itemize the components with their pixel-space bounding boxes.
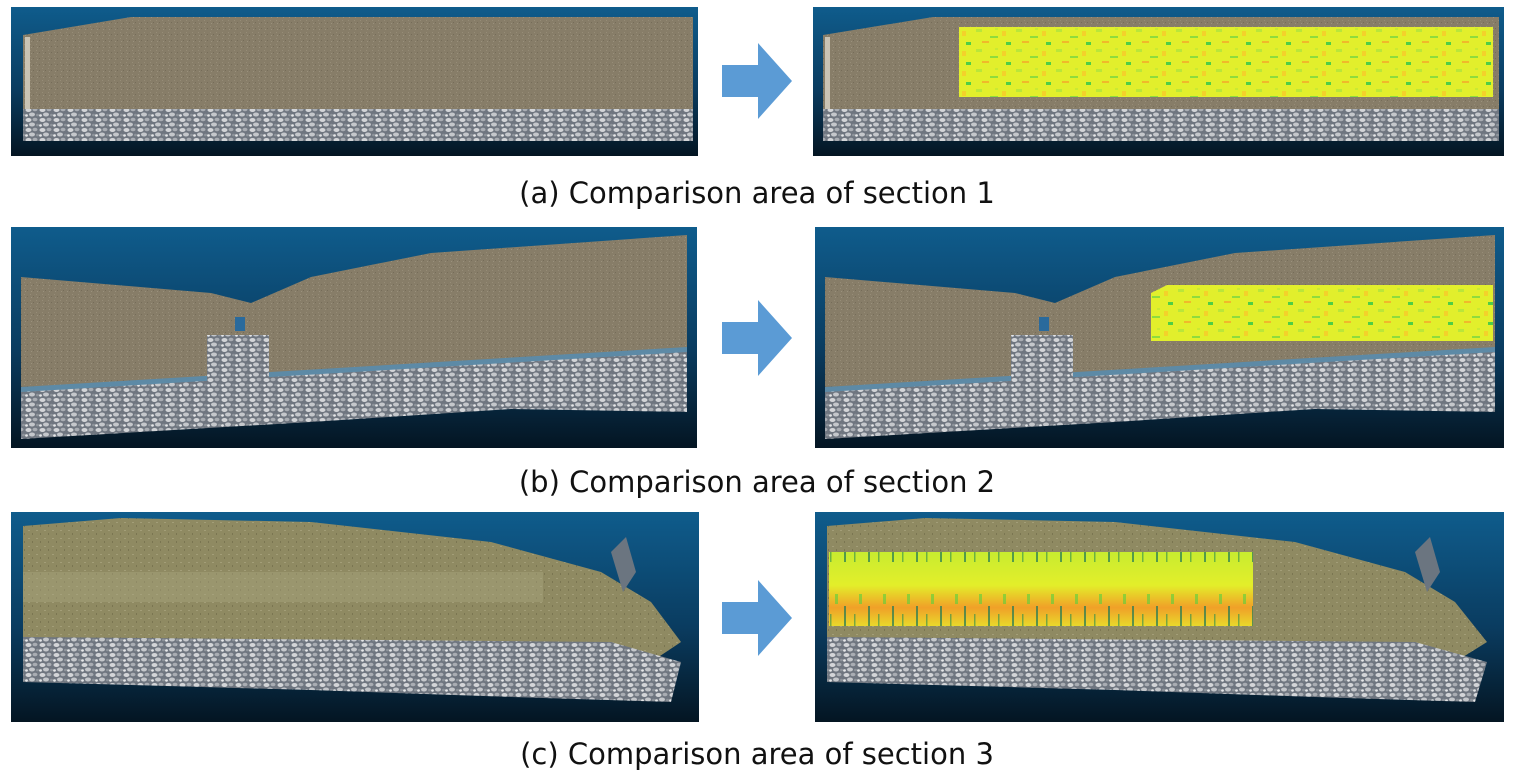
section2-original-panel xyxy=(11,227,697,448)
right-arrow-icon xyxy=(722,580,792,656)
caption-section-3: (c) Comparison area of section 3 xyxy=(520,737,994,771)
comparison-area-highlight xyxy=(959,27,1493,97)
caption-section-2: (b) Comparison area of section 2 xyxy=(518,465,996,499)
right-arrow-icon xyxy=(722,300,792,376)
section3-original-panel xyxy=(11,512,699,722)
section3-comparison-panel xyxy=(815,512,1504,722)
comparison-area-highlight xyxy=(1151,285,1493,341)
section1-comparison-panel xyxy=(813,7,1504,156)
section2-comparison-panel xyxy=(815,227,1504,448)
right-arrow-icon xyxy=(722,43,792,119)
section1-original-panel xyxy=(11,7,698,156)
caption-section-1: (a) Comparison area of section 1 xyxy=(519,176,995,210)
